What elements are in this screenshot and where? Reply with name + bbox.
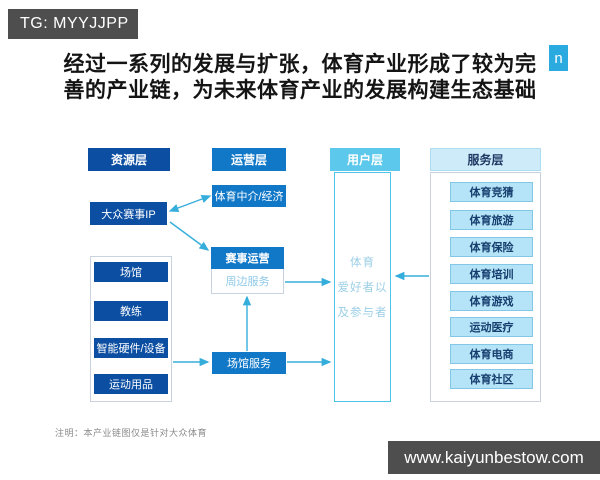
operation-layer-header: 运营层	[212, 148, 286, 171]
node-sports-ecommerce: 体育电商	[450, 344, 533, 364]
page-title-line2: 善的产业链，为未来体育产业的发展构建生态基础	[63, 79, 537, 102]
watermark-badge: TG: MYYJJPP	[8, 9, 138, 39]
node-venue: 场馆	[94, 262, 168, 282]
n-logo: n	[549, 45, 568, 71]
node-sports-fans-line1: 体育	[350, 257, 375, 269]
node-sports-agency: 体育中介/经济	[212, 185, 286, 207]
node-event-operation-group: 赛事运营 周边服务	[211, 247, 284, 294]
resource-layer-header: 资源层	[88, 148, 170, 171]
node-coach: 教练	[94, 301, 168, 321]
node-sports-medicine: 运动医疗	[450, 317, 533, 337]
node-sports-training: 体育培训	[450, 264, 533, 284]
arrow-ip-event	[169, 221, 210, 251]
node-event-operation: 赛事运营	[211, 247, 284, 269]
page-title: 经过一系列的发展与扩张，体育产业形成了较为完 善的产业链，为未来体育产业的发展构…	[0, 52, 600, 104]
website-bar: www.kaiyunbestow.com	[388, 441, 600, 474]
node-mass-event-ip: 大众赛事IP	[90, 202, 167, 225]
service-layer-header: 服务层	[430, 148, 541, 171]
node-sports-tourism: 体育旅游	[450, 210, 533, 230]
resource-group-container: 场馆 教练 智能硬件/设备 运动用品	[90, 256, 172, 402]
node-sports-betting: 体育竞猜	[450, 182, 533, 202]
node-smart-hardware: 智能硬件/设备	[94, 338, 168, 358]
node-sports-community: 体育社区	[450, 369, 533, 389]
node-sports-fans-line2: 爱好者以	[337, 282, 388, 294]
node-sports-fans: 体育 爱好者以 及参与者	[334, 172, 391, 402]
footnote: 注明：本产业链图仅是针对大众体育	[55, 428, 208, 438]
node-peripheral-service: 周边服务	[211, 269, 284, 294]
node-sports-goods: 运动用品	[94, 374, 168, 394]
node-venue-service: 场馆服务	[212, 352, 286, 374]
node-sports-fans-line3: 及参与者	[337, 307, 388, 319]
service-group-container: 体育竞猜 体育旅游 体育保险 体育培训 体育游戏 运动医疗 体育电商 体育社区	[430, 172, 541, 402]
node-sports-gaming: 体育游戏	[450, 291, 533, 311]
arrow-ip-agency	[168, 195, 212, 212]
page-title-line1: 经过一系列的发展与扩张，体育产业形成了较为完	[63, 53, 537, 76]
node-sports-insurance: 体育保险	[450, 237, 533, 257]
user-layer-header: 用户层	[330, 148, 400, 171]
